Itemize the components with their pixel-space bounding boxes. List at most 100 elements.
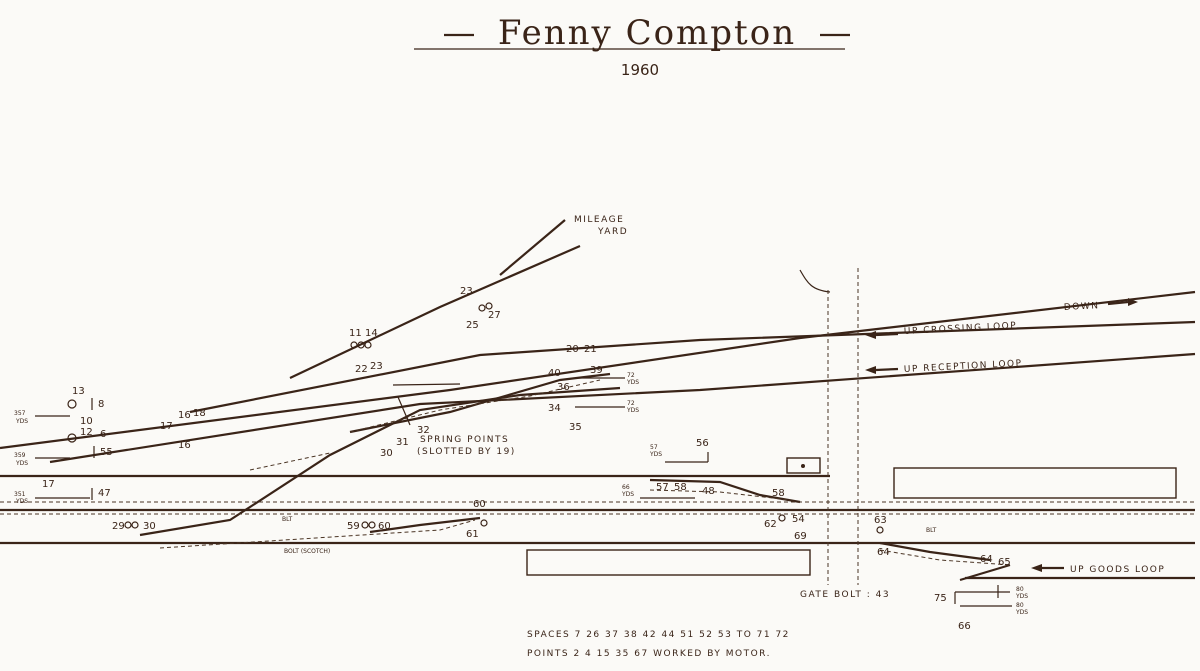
lever-69: 69 (794, 531, 807, 542)
diagram-title: Fenny Compton (498, 13, 796, 53)
up-crossing-loop-line (189, 320, 1196, 414)
gate-box (786, 457, 821, 474)
lever-21: 21 (584, 344, 597, 355)
dist-66: 66 (622, 484, 630, 491)
lever-35: 35 (569, 422, 582, 433)
footer-spaces: SPACES 7 26 37 38 42 44 51 52 53 TO 71 7… (527, 630, 790, 640)
lever-62: 62 (764, 519, 777, 530)
up-reception-arrow (865, 366, 899, 374)
lever-32: 32 (417, 425, 430, 436)
signal-group-29-30 (124, 521, 139, 529)
lever-65: 65 (998, 557, 1011, 568)
lever-40: 40 (548, 368, 561, 379)
lever-47: 47 (98, 488, 111, 499)
lever-36: 36 (557, 382, 570, 393)
signal-group-59-60 (361, 521, 376, 529)
dist-72b-yds: YDS (626, 407, 639, 414)
label-down: DOWN (1064, 301, 1100, 313)
dist-80: 80 (1016, 586, 1024, 593)
lever-64b: 64 (980, 554, 993, 565)
lever-61: 61 (466, 529, 479, 540)
lever-11: 11 (349, 328, 362, 339)
spur-395 (392, 383, 461, 386)
lever-16: 16 (178, 410, 191, 421)
lever-58b: 58 (772, 488, 785, 499)
lever-59: 59 (347, 521, 360, 532)
signal-61 (480, 519, 488, 527)
lever-22: 22 (355, 364, 368, 375)
dist-72b: 72 (627, 400, 635, 407)
lever-39: 39 (590, 365, 603, 376)
crossover-20-reception (349, 372, 611, 434)
lever-58: 58 (674, 482, 687, 493)
footer-points: POINTS 2 4 15 35 67 WORKED BY MOTOR. (527, 649, 771, 659)
lever-13: 13 (72, 386, 85, 397)
dist-359-yds: YDS (15, 460, 28, 467)
gate-entry-curve (799, 269, 831, 293)
platform-down-goods (526, 549, 811, 576)
signal-62 (778, 514, 786, 522)
lever-23b: 23 (460, 286, 473, 297)
dist-80b-yds: YDS (1015, 609, 1028, 616)
lever-30b: 30 (380, 448, 393, 459)
signal-64 (876, 526, 884, 534)
lever-17: 17 (160, 421, 173, 432)
signal-group-25-27 (478, 302, 493, 312)
dist-359: 359 (14, 452, 26, 459)
track-circuit-3 (159, 519, 476, 549)
up-goods-arrow (1031, 564, 1064, 572)
label-bolt-scotch: BOLT (SCOTCH) (284, 548, 330, 555)
lever-20: 20 (566, 344, 579, 355)
lever-31: 31 (396, 437, 409, 448)
label-gate-bolt: GATE BOLT : 43 (800, 590, 890, 600)
platform-up-main (893, 467, 1177, 499)
lever-54: 54 (792, 514, 805, 525)
lever-75: 75 (934, 593, 947, 604)
lever-34: 34 (548, 403, 561, 414)
label-slotted: (SLOTTED BY 19) (417, 447, 516, 457)
dist-351-yds: YDS (15, 498, 28, 505)
mileage-yard-branch (289, 244, 581, 379)
lever-30: 30 (143, 521, 156, 532)
lever-23: 23 (370, 361, 383, 372)
signal-group-11-14 (350, 341, 372, 349)
mileage-yard-spur (499, 219, 566, 276)
lever-60: 60 (378, 521, 391, 532)
label-spring-points: SPRING POINTS (420, 435, 509, 445)
lever-6: 6 (100, 429, 106, 440)
lever-16b: 16 (178, 440, 191, 451)
label-bolt-1: BLT (282, 516, 293, 523)
dist-57: 57 (650, 444, 658, 451)
dist-66-yds: YDS (621, 491, 634, 498)
crossover-30-32 (139, 386, 621, 537)
down-arrow (1107, 298, 1138, 306)
lever-55: 55 (100, 447, 113, 458)
lever-17b: 17 (42, 479, 55, 490)
goods-loop-entry (879, 541, 991, 562)
dist-72a-yds: YDS (626, 379, 639, 386)
spring-points-pointer (397, 396, 411, 426)
signal-group-13-10 (67, 399, 77, 443)
lever-29: 29 (112, 521, 125, 532)
dist-357-yds: YDS (15, 418, 28, 425)
lever-12: 12 (80, 427, 93, 438)
lever-48: 48 (702, 486, 715, 497)
lever-14: 14 (365, 328, 378, 339)
lever-18: 18 (193, 408, 206, 419)
crossover-60 (369, 516, 481, 534)
lever-57: 57 (656, 482, 669, 493)
lever-64: 64 (877, 547, 890, 558)
siding-56-58 (649, 478, 801, 504)
dist-72a: 72 (627, 372, 635, 379)
lever-63: 63 (874, 515, 887, 526)
track-circuit-7 (649, 489, 791, 501)
label-up-reception-loop: UP RECEPTION LOOP (904, 359, 1023, 375)
dist-80-yds: YDS (1015, 593, 1028, 600)
diagram-year: 1960 (621, 61, 659, 79)
label-bolt-2: BLT (926, 527, 937, 534)
track-circuit-6 (879, 549, 1011, 566)
lever-8: 8 (98, 399, 104, 410)
lever-25: 25 (466, 320, 479, 331)
up-reception-loop-line (49, 352, 1196, 464)
